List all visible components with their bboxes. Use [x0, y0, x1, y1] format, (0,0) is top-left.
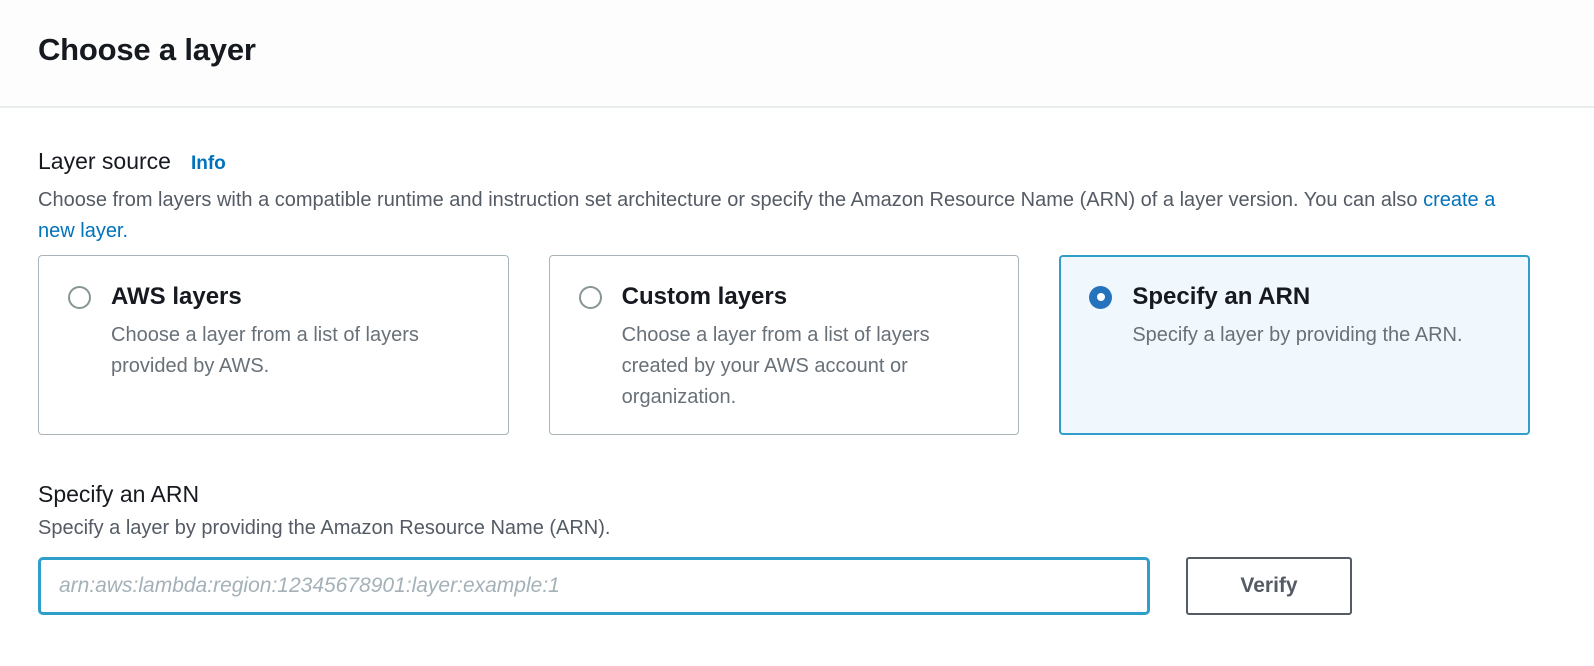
option-custom-layers-description: Choose a layer from a list of layers cre… [621, 324, 930, 408]
layer-source-description-text: Choose from layers with a compatible run… [38, 189, 1418, 211]
layer-source-options: AWS layers Choose a layer from a list of… [38, 255, 1531, 435]
option-aws-layers-description: Choose a layer from a list of layers pro… [111, 324, 419, 377]
choose-layer-panel: Layer source Info Choose from layers wit… [0, 108, 1594, 615]
radio-icon[interactable] [68, 285, 91, 309]
specify-arn-label: Specify an ARN [38, 481, 200, 507]
option-specify-arn[interactable]: Specify an ARN Specify a layer by provid… [1059, 255, 1531, 435]
specify-arn-section: Specify an ARN Specify a layer by provid… [38, 481, 1530, 615]
info-link[interactable]: Info [190, 153, 226, 174]
radio-selected-icon[interactable] [1089, 285, 1113, 309]
option-specify-arn-title: Specify an ARN [1132, 283, 1311, 310]
verify-button[interactable]: Verify [1186, 557, 1352, 615]
option-custom-layers-title: Custom layers [621, 283, 788, 310]
option-aws-layers-header: AWS layers [68, 283, 479, 311]
create-new-layer-link[interactable]: create a new layer. [38, 189, 1496, 242]
option-aws-layers[interactable]: AWS layers Choose a layer from a list of… [38, 255, 509, 435]
option-specify-arn-header: Specify an ARN [1089, 283, 1500, 311]
panel-header: Choose a layer [0, 0, 1594, 108]
option-specify-arn-description: Specify a layer by providing the ARN. [1132, 324, 1463, 346]
layer-source-row: Layer source Info [38, 148, 1530, 175]
radio-icon[interactable] [578, 285, 602, 309]
option-custom-layers-header: Custom layers [578, 283, 990, 311]
layer-source-description: Choose from layers with a compatible run… [38, 185, 1508, 247]
arn-input[interactable] [38, 557, 1150, 615]
option-aws-layers-title: AWS layers [111, 283, 242, 310]
layer-source-label: Layer source [38, 148, 171, 174]
page-title: Choose a layer [38, 32, 256, 67]
option-custom-layers[interactable]: Custom layers Choose a layer from a list… [548, 255, 1020, 435]
arn-input-row: Verify [38, 557, 1530, 615]
specify-arn-description: Specify a layer by providing the Amazon … [38, 517, 611, 539]
